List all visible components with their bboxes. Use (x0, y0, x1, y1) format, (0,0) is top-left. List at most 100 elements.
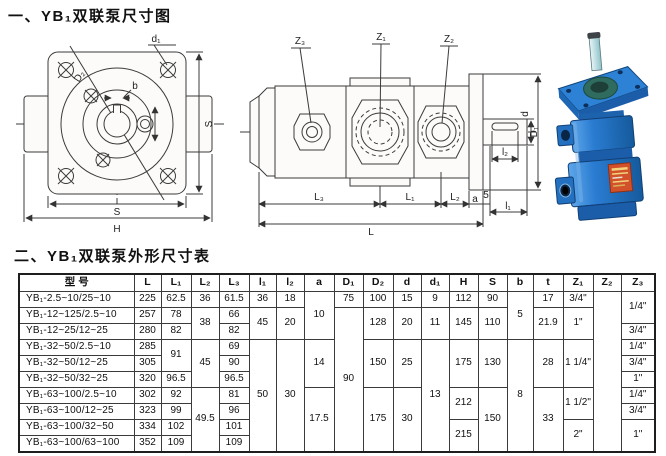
cell-L3: 96 (218, 403, 250, 420)
upper-body (570, 115, 636, 153)
cell-L1: 82 (160, 323, 192, 340)
spigot-circle (82, 89, 152, 159)
cell-Z1: 3/4" (562, 291, 594, 308)
cell-L: 225 (133, 291, 162, 308)
table-row: YB₁-63~100/63~100 352 109 109 (18, 435, 655, 453)
b-dim (104, 89, 132, 102)
cell-b: 8 (506, 339, 534, 453)
col-header-L1: L₁ (160, 273, 192, 292)
cell-d: 20 (392, 307, 422, 340)
col-header-d1: d₁ (420, 273, 450, 292)
cell-Z3: 3/4" (620, 323, 656, 340)
cell-S: 130 (477, 339, 508, 388)
cell-L3: 109 (218, 435, 250, 453)
cell-S: 90 (477, 291, 508, 308)
dim-label-L2: L₂ (450, 192, 460, 203)
cell-l1: 36 (248, 291, 277, 308)
bottom-dims (258, 146, 528, 228)
flange-front-edge (578, 86, 649, 121)
cell-model: YB₁-63~100/12~25 (18, 403, 135, 420)
col-header-Z2: Z₂ (592, 273, 622, 292)
cell-b: 5 (506, 291, 534, 340)
dim-label-S-side: S (204, 120, 215, 127)
col-header-d: d (392, 273, 422, 292)
col-header-l1: l₁ (248, 273, 277, 292)
cell-L3: 82 (218, 323, 250, 340)
highlight (572, 122, 584, 203)
cell-Z3: 1/4" (620, 291, 656, 324)
D1-dim (483, 73, 542, 191)
cell-H: 215 (448, 419, 479, 453)
port-label-Z3: Z₃ (295, 36, 305, 47)
dimension-table: 型 号 L L₁ L₂ L₃ l₁ l₂ a D₁ D₂ d d₁ H S b … (18, 273, 656, 453)
table-row: YB₁-63~100/12~25 323 99 96 3/4" (18, 403, 656, 420)
cell-L3: 96.5 (218, 371, 250, 388)
shaft (588, 35, 603, 72)
cell-L: 320 (133, 371, 162, 388)
cell-L3: 90 (218, 355, 250, 372)
col-header-Z3: Z₃ (620, 273, 656, 292)
cell-L: 305 (133, 355, 162, 372)
table-row: YB₁-63~100/32~50 334 102 101 215 2" 1" (18, 419, 656, 453)
cell-H: 112 (448, 291, 479, 308)
mount-flange (468, 73, 484, 191)
table-row: YB₁-12~125/2.5~10 257 78 38 66 45 20 90 … (18, 307, 655, 453)
dim-label-D1: D₁ (529, 126, 540, 137)
lower-port-hole-inner (562, 186, 569, 195)
cell-L3: 81 (218, 387, 250, 404)
cell-l1: 50 (248, 339, 277, 453)
cell-L: 323 (133, 403, 162, 420)
col-header-b: b (506, 273, 534, 292)
port-label-Z1: Z₁ (376, 32, 386, 43)
flange-left-edge (558, 88, 580, 121)
cell-a: 14 (303, 339, 335, 388)
cell-d: 25 (392, 339, 422, 388)
cell-model: YB₁-2.5~10/25~10 (18, 291, 135, 308)
cell-L2: 45 (190, 339, 220, 388)
S-bottom-dim (47, 196, 187, 208)
cell-L1: 91 (160, 339, 192, 372)
cell-model: YB₁-63~100/2.5~10 (18, 387, 135, 404)
cell-Z3: 1" (620, 371, 656, 388)
cell-Z3: 3/4" (620, 403, 656, 420)
section2-title: 二、YB₁双联泵外形尺寸表 (14, 248, 211, 265)
col-header-D2: D₂ (362, 273, 394, 292)
col-header-model: 型 号 (18, 273, 135, 292)
bottom-foot (577, 201, 638, 221)
dim-label-5: 5 (483, 190, 489, 201)
cell-L: 302 (133, 387, 162, 404)
cell-a: 17.5 (303, 387, 335, 453)
col-header-L3: L₃ (218, 273, 250, 292)
col-header-S: S (477, 273, 508, 292)
cell-L1: 96.5 (160, 371, 192, 388)
end-cap (249, 95, 260, 169)
cell-L2: 49.5 (190, 387, 220, 453)
cell-S: 150 (477, 387, 508, 453)
cell-D2: 128 (362, 307, 394, 340)
table-row: YB₁-2.5~10/25~10 225 62.5 36 61.5 36 18 … (18, 291, 656, 453)
col-header-D1: D₁ (333, 273, 364, 292)
cell-H: 145 (448, 307, 479, 340)
cell-model: YB₁-32~50/2.5~10 (18, 339, 135, 356)
col-header-L2: L₂ (190, 273, 220, 292)
flange-bolt-holes (566, 70, 641, 108)
cell-L: 257 (133, 307, 162, 324)
port-z2 (417, 105, 465, 159)
body-circle (60, 67, 174, 181)
cell-t: 17 (532, 291, 564, 308)
cell-model: YB₁-63~100/63~100 (18, 435, 135, 453)
nameplate (607, 162, 634, 194)
cell-l2: 20 (275, 307, 305, 340)
dim-label-l1: l₁ (505, 201, 511, 212)
dim-label-L3: L₃ (314, 192, 324, 203)
cell-L1: 99 (160, 403, 192, 420)
table-row: YB₁-32~50/2.5~10 285 91 45 69 50 30 14 1… (18, 339, 656, 453)
cell-Z3: 1/4" (620, 387, 656, 404)
shaft-cap (587, 32, 601, 39)
cell-l2: 30 (275, 339, 305, 453)
port-z3 (293, 113, 331, 151)
cell-model: YB₁-63~100/32~50 (18, 419, 135, 436)
cell-d: 30 (392, 387, 422, 453)
cell-L1: 109 (160, 435, 192, 453)
